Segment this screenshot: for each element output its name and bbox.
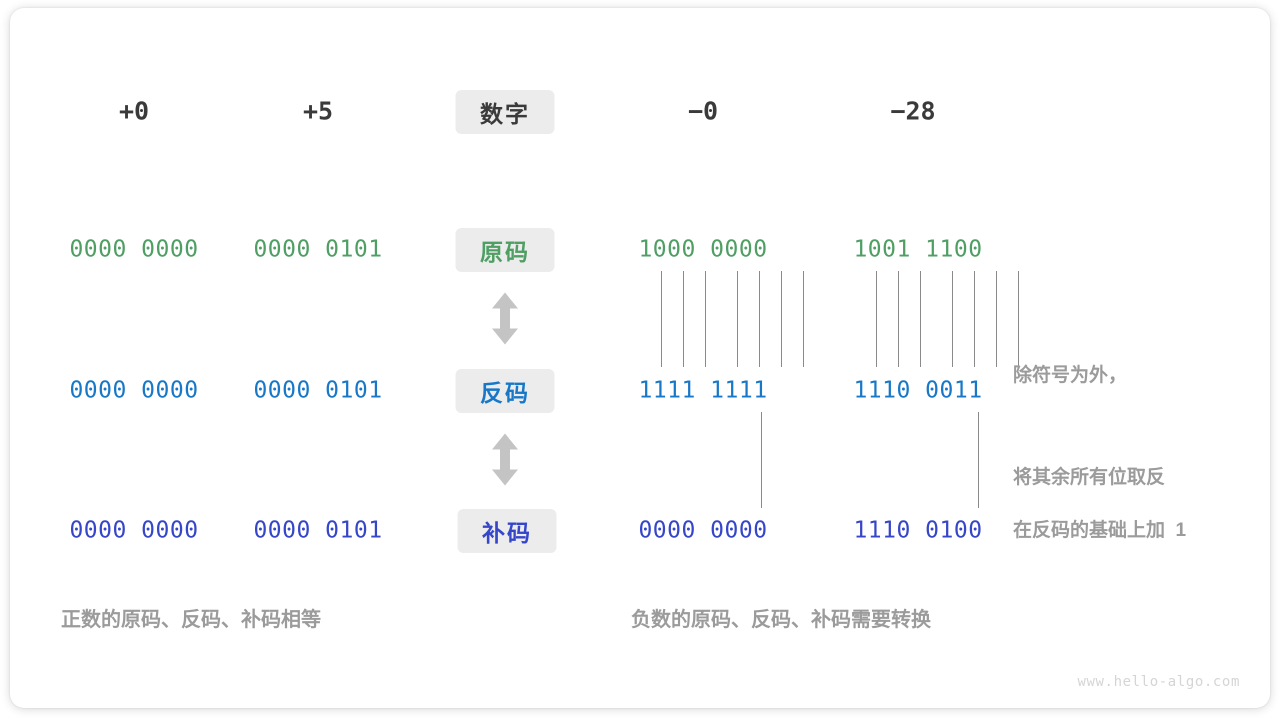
connector-tick bbox=[661, 271, 662, 367]
value-twos-complement-neg-zero: 0000 0000 bbox=[638, 517, 768, 544]
connector-tick bbox=[978, 412, 979, 508]
value-twos-complement-pos-zero: 0000 0000 bbox=[69, 517, 199, 544]
watermark-url: www.hello-algo.com bbox=[1077, 674, 1240, 690]
note-add-one-line1: 在反码的基础上加 1 bbox=[1013, 520, 1187, 541]
connector-tick bbox=[683, 271, 684, 367]
connector-tick bbox=[974, 271, 975, 367]
value-ones-complement-pos-five: 0000 0101 bbox=[253, 377, 383, 404]
column-header-neg-28: −28 bbox=[890, 96, 936, 126]
connector-tick bbox=[898, 271, 899, 367]
value-ones-complement-neg-28: 1110 0011 bbox=[853, 377, 983, 404]
row-label-ones-complement: 反码 bbox=[455, 369, 555, 413]
connector-tick bbox=[996, 271, 997, 367]
connector-tick bbox=[1018, 271, 1019, 367]
value-ones-complement-pos-zero: 0000 0000 bbox=[69, 377, 199, 404]
column-header-pos-five: +5 bbox=[302, 96, 334, 126]
connector-tick bbox=[737, 271, 738, 367]
value-true-form-pos-zero: 0000 0000 bbox=[69, 236, 199, 263]
connector-tick bbox=[952, 271, 953, 367]
value-true-form-neg-zero: 1000 0000 bbox=[638, 236, 768, 263]
connector-tick bbox=[876, 271, 877, 367]
connector-tick bbox=[761, 412, 762, 508]
connector-tick bbox=[759, 271, 760, 367]
column-header-pos-zero: +0 bbox=[118, 96, 150, 126]
value-true-form-neg-28: 1001 1100 bbox=[853, 236, 983, 263]
row-label-number: 数字 bbox=[455, 90, 555, 134]
double-arrow-vertical-icon bbox=[490, 291, 520, 352]
connector-tick bbox=[803, 271, 804, 367]
connector-tick bbox=[920, 271, 921, 367]
value-true-form-pos-five: 0000 0101 bbox=[253, 236, 383, 263]
caption-negative: 负数的原码、反码、补码需要转换 bbox=[631, 609, 931, 631]
diagram-stage: +0 +5 数字 −0 −28 0000 0000 0000 0101 原码 1… bbox=[10, 8, 1270, 708]
diagram-card: +0 +5 数字 −0 −28 0000 0000 0000 0101 原码 1… bbox=[10, 8, 1270, 708]
row-label-twos-complement: 补码 bbox=[457, 509, 557, 553]
column-header-neg-zero: −0 bbox=[687, 96, 719, 126]
note-invert-bits-line1: 除符号为外， bbox=[1013, 365, 1128, 386]
row-label-true-form: 原码 bbox=[455, 228, 555, 272]
note-invert-bits: 除符号为外， 将其余所有位取反 bbox=[1013, 291, 1165, 563]
value-twos-complement-neg-28: 1110 0100 bbox=[853, 517, 983, 544]
note-invert-bits-line2: 将其余所有位取反 bbox=[1013, 467, 1166, 488]
note-add-one: 在反码的基础上加 1 bbox=[1013, 446, 1186, 616]
connector-tick bbox=[705, 271, 706, 367]
connector-tick bbox=[781, 271, 782, 367]
caption-positive: 正数的原码、反码、补码相等 bbox=[61, 609, 321, 631]
double-arrow-vertical-icon-2 bbox=[490, 432, 520, 493]
value-twos-complement-pos-five: 0000 0101 bbox=[253, 517, 383, 544]
value-ones-complement-neg-zero: 1111 1111 bbox=[638, 377, 768, 404]
